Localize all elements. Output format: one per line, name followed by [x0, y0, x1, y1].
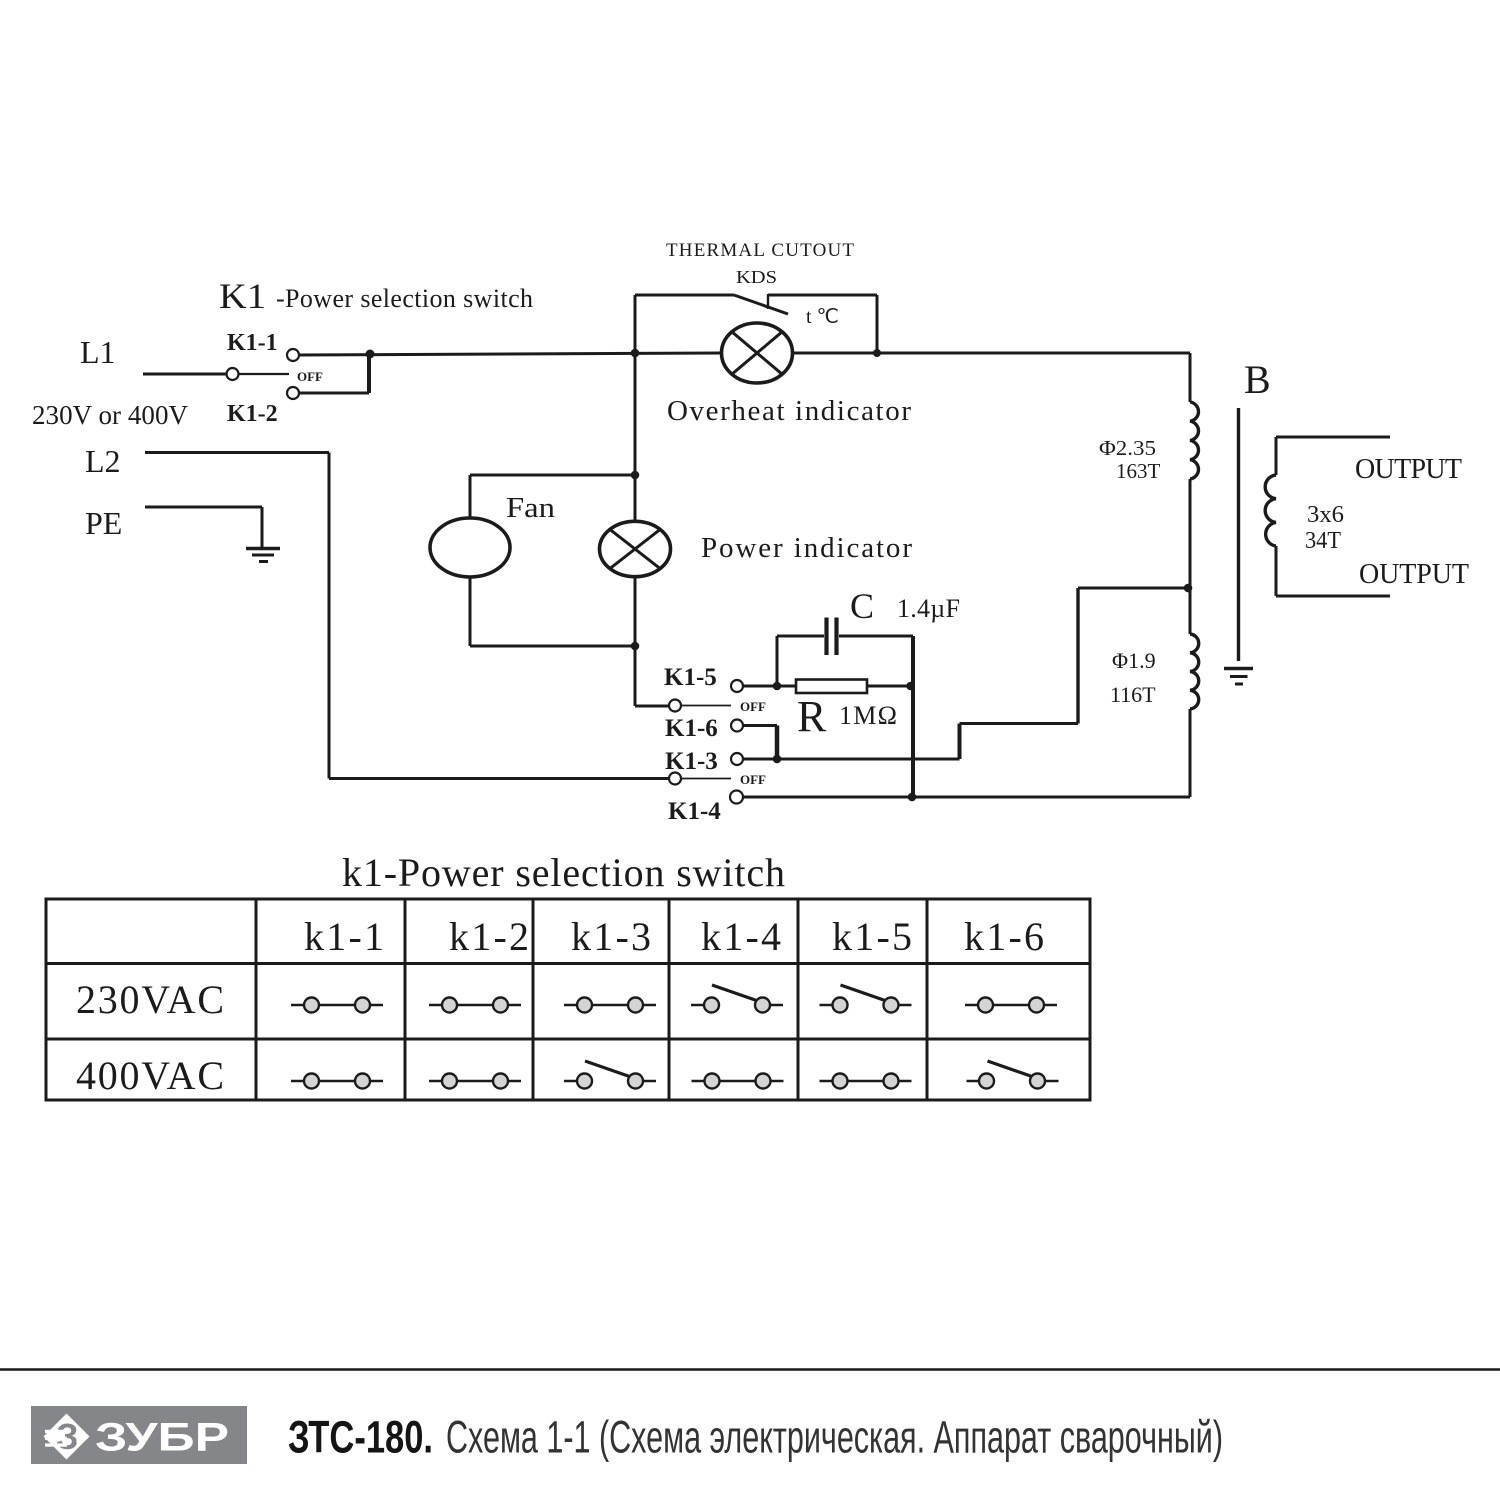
svg-text:t ℃: t ℃	[806, 306, 839, 328]
svg-text:K1-2: K1-2	[227, 401, 278, 427]
svg-text:1.4µF: 1.4µF	[897, 594, 960, 623]
svg-text:K1-6: K1-6	[665, 715, 718, 742]
svg-text:Power indicator: Power indicator	[701, 532, 912, 564]
svg-text:k1-5: k1-5	[832, 914, 912, 959]
svg-text:1MΩ: 1MΩ	[839, 701, 897, 730]
svg-text:OUTPUT: OUTPUT	[1359, 559, 1469, 590]
svg-text:230VAC: 230VAC	[76, 977, 224, 1022]
svg-text:K1-4: K1-4	[668, 798, 721, 825]
svg-text:163T: 163T	[1116, 459, 1161, 483]
svg-text:L1: L1	[80, 334, 116, 370]
svg-text:116T: 116T	[1110, 682, 1156, 707]
svg-text:ЗУБР: ЗУБР	[95, 1416, 229, 1460]
svg-text:k1-3: k1-3	[571, 914, 651, 959]
svg-text:k1-1: k1-1	[304, 914, 384, 959]
svg-text:34T: 34T	[1305, 528, 1341, 554]
svg-text:OFF: OFF	[740, 772, 766, 787]
svg-text:OFF: OFF	[297, 369, 323, 384]
svg-text:K1-1: K1-1	[227, 330, 278, 356]
svg-text:B: B	[1244, 357, 1271, 402]
svg-text:K1: K1	[219, 276, 266, 316]
svg-text:230V or 400V: 230V or 400V	[32, 400, 189, 430]
svg-text:L2: L2	[85, 443, 121, 479]
svg-text:ЗТС-180.: ЗТС-180.	[288, 1412, 433, 1463]
svg-text:OUTPUT: OUTPUT	[1355, 454, 1462, 485]
svg-text:R: R	[797, 692, 827, 741]
svg-text:OFF: OFF	[740, 699, 766, 714]
svg-text:k1-Power selection switch: k1-Power selection switch	[342, 850, 785, 895]
svg-text:k1-4: k1-4	[701, 914, 781, 959]
svg-text:Схема 1-1 (Схема электрическая: Схема 1-1 (Схема электрическая. Аппарат …	[446, 1412, 1223, 1463]
svg-text:3x6: 3x6	[1307, 502, 1344, 528]
svg-text:K1-3: K1-3	[665, 748, 718, 775]
svg-text:400VAC: 400VAC	[76, 1053, 224, 1098]
svg-text:PE: PE	[85, 505, 122, 541]
svg-text:KDS: KDS	[736, 267, 777, 287]
svg-text:THERMAL CUTOUT: THERMAL CUTOUT	[666, 240, 854, 261]
svg-text:З: З	[56, 1416, 79, 1457]
svg-text:k1-6: k1-6	[964, 914, 1044, 959]
svg-text:Fan: Fan	[506, 493, 555, 524]
svg-text:k1-2: k1-2	[449, 914, 529, 959]
svg-text:C: C	[850, 586, 874, 626]
svg-text:Φ1.9: Φ1.9	[1112, 648, 1156, 673]
svg-text:Overheat indicator: Overheat indicator	[667, 395, 911, 427]
svg-text:K1-5: K1-5	[664, 664, 717, 691]
svg-text:Φ2.35: Φ2.35	[1099, 436, 1156, 460]
svg-text:-Power selection switch: -Power selection switch	[276, 284, 533, 313]
